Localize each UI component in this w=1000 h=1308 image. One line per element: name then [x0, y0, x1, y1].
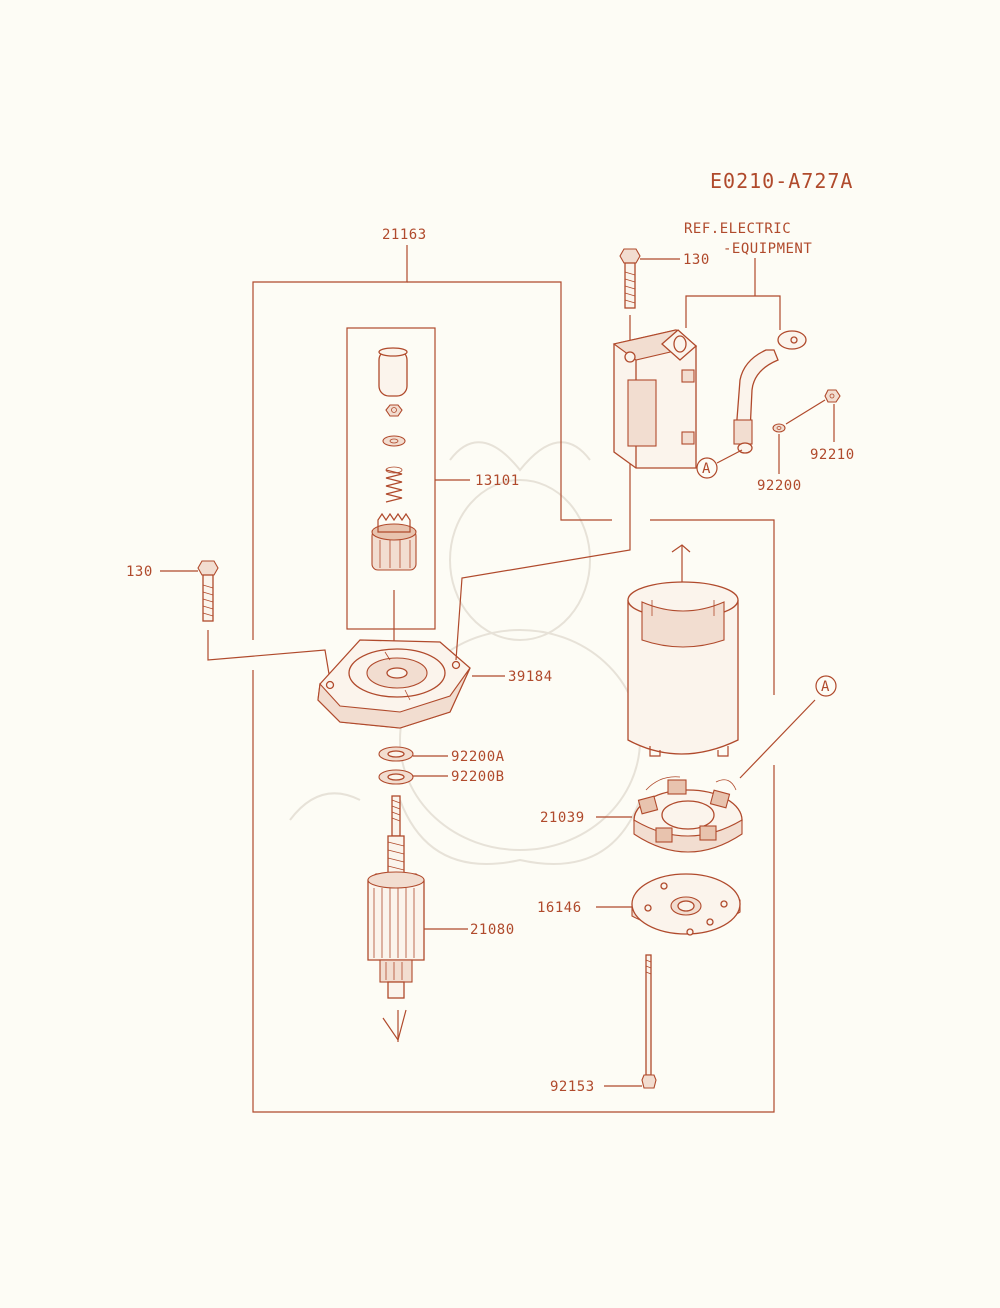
drive-washer-part	[382, 435, 406, 447]
callout-92210: 92210	[810, 447, 855, 463]
connector-a-right: A	[821, 679, 830, 695]
bolt-left-leader	[207, 630, 331, 681]
watermark-mascot	[289, 441, 641, 865]
callout-39184: 39184	[508, 669, 553, 685]
starter-assembly-frame	[252, 245, 775, 1113]
callout-92200A: 92200A	[451, 749, 505, 765]
connector-a-top: A	[702, 461, 711, 477]
drive-nut-part	[385, 404, 403, 417]
through-bolt-part	[641, 954, 657, 1089]
diagram-code: E0210-A727A	[710, 169, 853, 193]
callout-21080: 21080	[470, 922, 515, 938]
callout-92153: 92153	[550, 1079, 595, 1095]
callout-92200: 92200	[757, 478, 802, 494]
drive-assembly-frame	[346, 327, 470, 630]
pinion-gear-part	[371, 512, 417, 571]
nut-92210-part	[824, 389, 841, 403]
callout-92200B: 92200B	[451, 769, 505, 785]
washer-92200-part	[772, 423, 786, 433]
connector-a-right-circle	[815, 675, 837, 697]
bolt-top-part	[619, 248, 641, 309]
yoke-part	[627, 581, 739, 757]
drive-end-housing-part	[317, 639, 471, 729]
connector-a-top-circle	[696, 457, 718, 479]
armature-axis-arrow	[382, 1009, 407, 1042]
end-plate-part	[631, 873, 741, 936]
callout-130-left: 130	[126, 564, 153, 580]
callout-21163: 21163	[382, 227, 427, 243]
brush-lead-to-a-leader	[739, 699, 816, 779]
washer-92200b-part	[378, 769, 414, 785]
drive-cap-part	[378, 347, 408, 397]
reference-note-line2: -EQUIPMENT	[723, 241, 812, 257]
bolt-left-part	[197, 560, 219, 622]
callout-16146: 16146	[537, 900, 582, 916]
reference-note-line1: REF.ELECTRIC	[684, 221, 791, 237]
brush-holder-part	[633, 776, 743, 853]
callout-13101: 13101	[475, 473, 520, 489]
ref-electric-bracket-leader	[685, 295, 781, 330]
battery-cable-part	[733, 330, 807, 454]
callout-130-top: 130	[683, 252, 710, 268]
washer-92200a-part	[378, 746, 414, 762]
armature-part	[367, 795, 425, 999]
drive-spring-part	[385, 466, 403, 503]
solenoid-bracket-part	[612, 329, 698, 469]
callout-21039: 21039	[540, 810, 585, 826]
